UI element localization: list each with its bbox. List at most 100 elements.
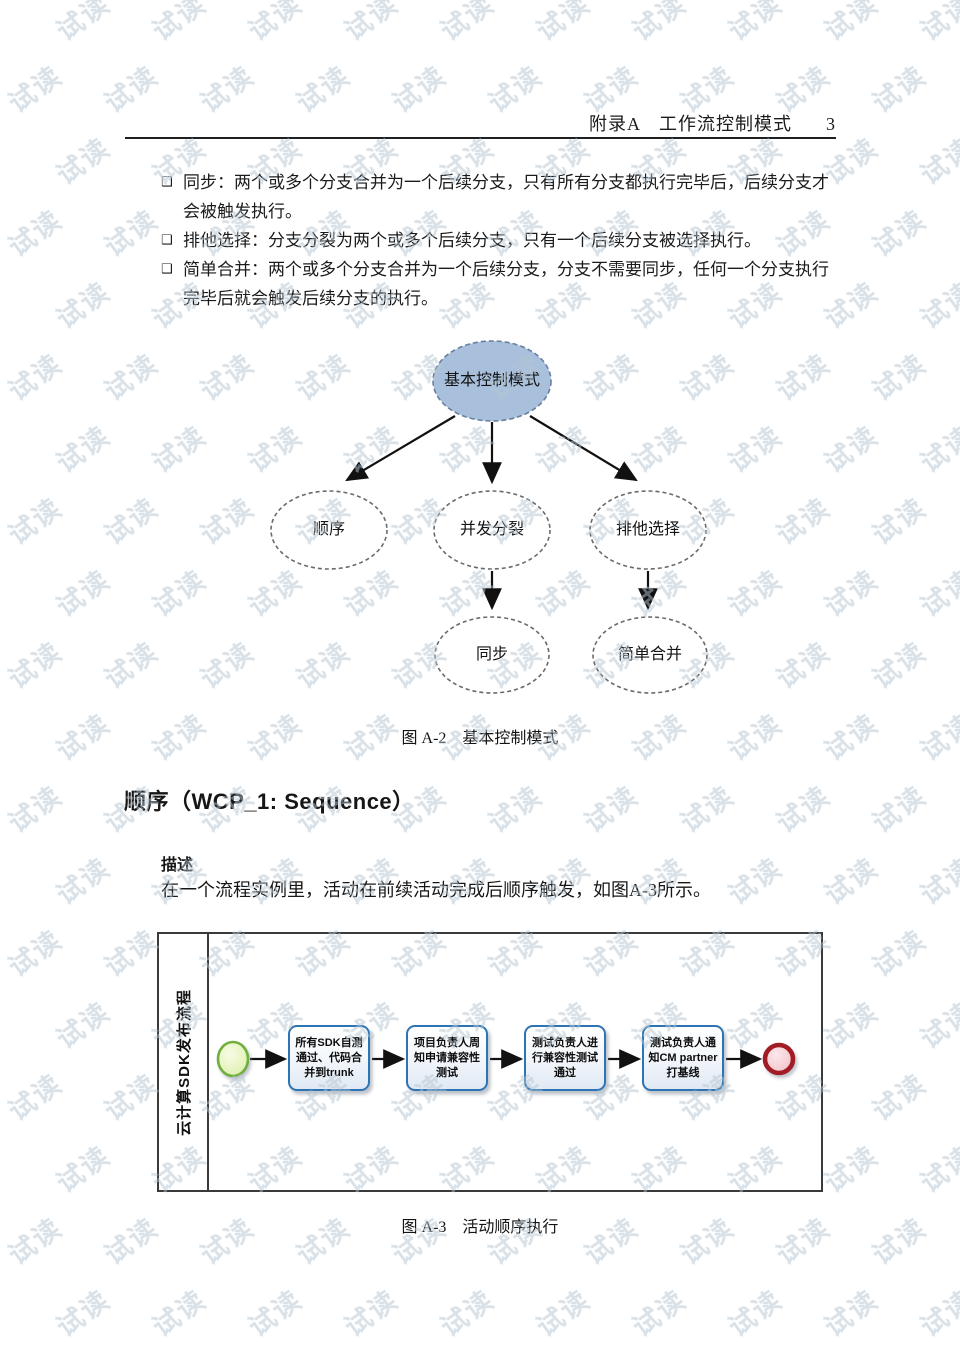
watermark-text: 试读 <box>771 492 836 551</box>
watermark-text: 试读 <box>3 780 68 839</box>
watermark-text: 试读 <box>191 1351 261 1357</box>
watermark-text: 试读 <box>579 780 644 839</box>
header-title: 附录A 工作流控制模式 <box>588 114 792 134</box>
watermark-text: 试读 <box>339 1284 404 1343</box>
watermark-text: 试读 <box>435 1284 500 1343</box>
page-header: 附录A 工作流控制模式 3 <box>589 110 836 136</box>
page-number: 3 <box>826 114 836 134</box>
watermark-text: 试读 <box>915 420 960 479</box>
section-heading: 顺序（WCP_1: Sequence） <box>124 789 415 814</box>
watermark-text: 试读 <box>435 0 500 47</box>
watermark-text: 试读 <box>483 780 548 839</box>
watermark-text: 试读 <box>915 0 960 47</box>
watermark-text: 试读 <box>819 1140 884 1199</box>
watermark-text: 试读 <box>243 0 308 47</box>
watermark-text: 试读 <box>99 348 164 407</box>
task-box: 测试负责人进 行兼容性测试 通过 <box>524 1025 606 1091</box>
bullet-list: ❑ 同步：两个或多个分支合并为一个后续分支，只有所有分支都执行完毕后，后续分支才… <box>161 168 841 313</box>
watermark-text: 试读 <box>819 420 884 479</box>
task-box: 测试负责人通 知CM partner 打基线 <box>642 1025 724 1091</box>
node-parallel-split-label: 并发分裂 <box>459 521 524 538</box>
watermark-text: 试读 <box>99 492 164 551</box>
watermark-text: 试读 <box>51 996 116 1055</box>
arrow <box>529 415 638 482</box>
watermark-text: 试读 <box>771 636 836 695</box>
node-synchronization-label: 同步 <box>475 646 508 663</box>
bullet-text: 同步：两个或多个分支合并为一个后续分支，只有所有分支都执行完毕后，后续分支才 会… <box>183 173 829 221</box>
node-basic-control-ellipse <box>432 340 552 422</box>
watermark-text: 试读 <box>95 1351 165 1357</box>
watermark-text: 试读 <box>51 1140 116 1199</box>
watermark-text: 试读 <box>291 60 356 119</box>
watermark-text: 试读 <box>575 1351 645 1357</box>
watermark-text: 试读 <box>99 60 164 119</box>
watermark-text: 试读 <box>483 60 548 119</box>
square-bullet-icon: ❑ <box>161 233 173 248</box>
watermark-text: 试读 <box>531 0 596 47</box>
node-simple-merge-label: 简单合并 <box>617 646 682 663</box>
watermark-text: 试读 <box>867 348 932 407</box>
watermark-text: 试读 <box>99 1068 164 1127</box>
watermark-text: 试读 <box>915 276 960 335</box>
node-exclusive-choice-ellipse <box>589 490 707 570</box>
watermark-text: 试读 <box>99 204 164 263</box>
watermark-text: 试读 <box>147 0 212 47</box>
watermark-text: 试读 <box>867 924 932 983</box>
watermark-text: 试读 <box>51 0 116 47</box>
figure-a2-diagram <box>270 340 708 694</box>
watermark-text: 试读 <box>867 492 932 551</box>
node-simple-merge-ellipse <box>592 616 708 694</box>
watermark-text: 试读 <box>867 204 932 263</box>
watermark-text: 试读 <box>867 60 932 119</box>
arrow <box>345 415 456 482</box>
watermark-text: 试读 <box>627 0 692 47</box>
section-subheading: 描述 <box>161 857 194 874</box>
watermark-text: 试读 <box>195 60 260 119</box>
watermark-text: 试读 <box>287 1351 357 1357</box>
watermark-text: 试读 <box>51 1284 116 1343</box>
watermark-text: 试读 <box>723 1284 788 1343</box>
lane-label-band: 云计算SDK发布流程 <box>159 934 209 1190</box>
watermark-text: 试读 <box>671 1351 741 1357</box>
watermark-text: 试读 <box>147 564 212 623</box>
watermark-text: 试读 <box>51 564 116 623</box>
watermark-text: 试读 <box>3 348 68 407</box>
watermark-text: 试读 <box>3 1068 68 1127</box>
watermark-text: 试读 <box>867 1068 932 1127</box>
watermark-text: 试读 <box>3 60 68 119</box>
task-box: 所有SDK自测 通过、代码合 并到trunk <box>288 1025 370 1091</box>
watermark-text: 试读 <box>531 1284 596 1343</box>
square-bullet-icon: ❑ <box>161 175 173 190</box>
flow-diagram <box>216 1040 796 1078</box>
start-event-icon <box>216 1040 250 1078</box>
watermark-text: 试读 <box>915 996 960 1055</box>
watermark-text: 试读 <box>387 60 452 119</box>
bullet-text: 排他选择：分支分裂为两个或多个后续分支，只有一个后续分支被选择执行。 <box>183 231 761 250</box>
end-event-icon <box>762 1042 796 1076</box>
node-synchronization-ellipse <box>434 616 550 694</box>
watermark-text: 试读 <box>819 564 884 623</box>
watermark-text: 试读 <box>3 636 68 695</box>
watermark-text: 试读 <box>51 420 116 479</box>
bullet-text: 简单合并：两个或多个分支合并为一个后续分支，分支不需要同步，任何一个分支执行 完… <box>183 260 829 308</box>
bullet-item: ❑ 同步：两个或多个分支合并为一个后续分支，只有所有分支都执行完毕后，后续分支才… <box>161 168 841 226</box>
watermark-text: 试读 <box>243 1284 308 1343</box>
node-parallel-split-ellipse <box>433 490 551 570</box>
watermark-text: 试读 <box>339 0 404 47</box>
watermark-text: 试读 <box>767 1351 837 1357</box>
watermark-text: 试读 <box>479 1351 549 1357</box>
section-description: 在一个流程实例里，活动在前续活动完成后顺序触发，如图A-3所示。 <box>161 880 711 900</box>
watermark-text: 试读 <box>3 492 68 551</box>
watermark-text: 试读 <box>819 996 884 1055</box>
watermark-text: 试读 <box>147 420 212 479</box>
watermark-text: 试读 <box>51 852 116 911</box>
watermark-text: 试读 <box>915 1284 960 1343</box>
watermark-text: 试读 <box>863 1351 933 1357</box>
watermark-text: 试读 <box>99 924 164 983</box>
header-rule <box>125 137 836 139</box>
watermark-text: 试读 <box>819 1284 884 1343</box>
watermark-text: 试读 <box>771 348 836 407</box>
node-sequence-ellipse <box>270 490 388 570</box>
task-box: 项目负责人周 知申请兼容性 测试 <box>406 1025 488 1091</box>
